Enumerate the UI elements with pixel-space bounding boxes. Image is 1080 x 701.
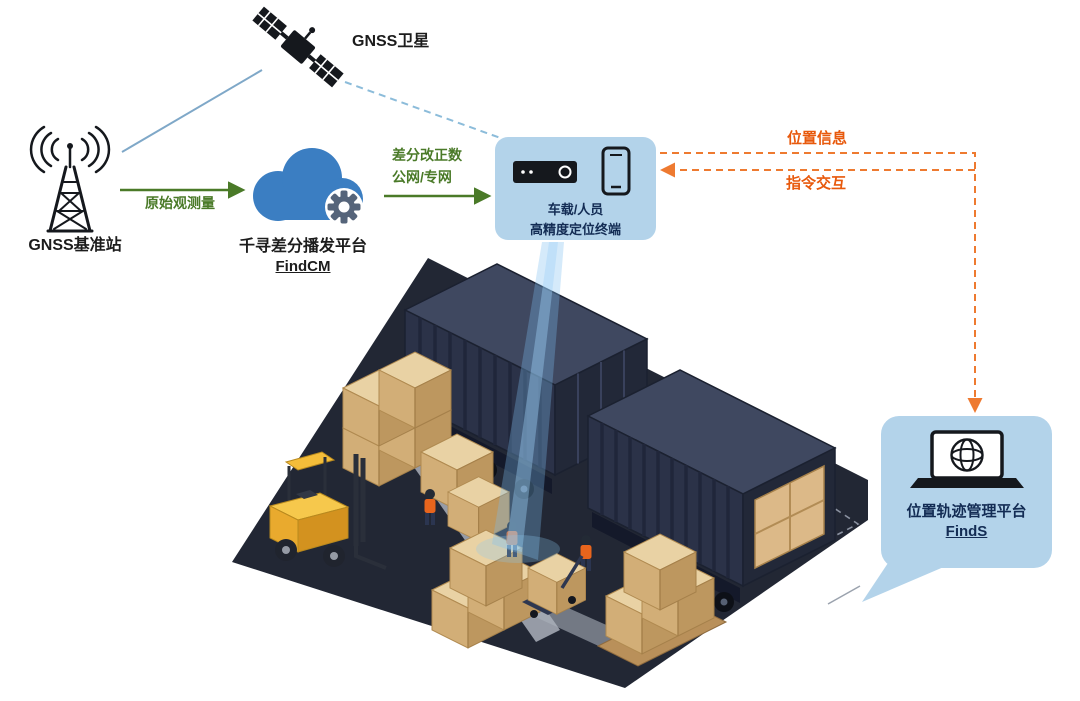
pallet-jack — [522, 553, 587, 618]
flow-arrow-position-info — [660, 152, 983, 413]
warehouse-illustration — [232, 242, 868, 688]
laptop-globe-icon — [909, 430, 1024, 488]
base-station-icon — [29, 125, 111, 233]
raw-observation-label: 原始观测量 — [145, 195, 215, 211]
terminal-icons — [512, 146, 630, 196]
smartphone-icon — [601, 146, 630, 196]
gear-icon — [327, 190, 361, 224]
box-stacks — [342, 351, 728, 667]
positioning-beam — [476, 242, 564, 563]
forklift — [268, 451, 387, 570]
terminal-label-line1: 车载/人员 — [547, 202, 604, 217]
correction-label-1: 差分改正数 — [392, 147, 462, 163]
cloud-platform-icon — [253, 148, 363, 226]
satellite-label: GNSS卫星 — [352, 33, 430, 50]
satellite-icon — [252, 6, 344, 88]
cloud-subtitle: FindCM — [275, 258, 331, 275]
link-satellite-basestation — [121, 69, 263, 153]
platform-title: 位置轨迹管理平台 — [906, 503, 1027, 520]
finds-bubble: 位置轨迹管理平台 FindS — [881, 416, 1052, 568]
correction-label-2: 公网/专网 — [392, 169, 452, 185]
link-satellite-terminal — [344, 81, 507, 141]
finds-bubble-tail — [862, 560, 946, 602]
terminal-label-line2: 高精度定位终端 — [529, 222, 621, 237]
position-info-label: 位置信息 — [786, 130, 847, 147]
terminal-bubble: 车载/人员 高精度定位终端 — [495, 137, 656, 240]
receiver-icon — [512, 161, 577, 183]
platform-subtitle: FindS — [945, 523, 988, 540]
finds-pointer-line — [827, 585, 861, 605]
cloud-title: 千寻差分播发平台 — [238, 238, 367, 255]
base-station-label: GNSS基准站 — [28, 237, 122, 254]
command-interaction-label: 指令交互 — [785, 175, 846, 192]
